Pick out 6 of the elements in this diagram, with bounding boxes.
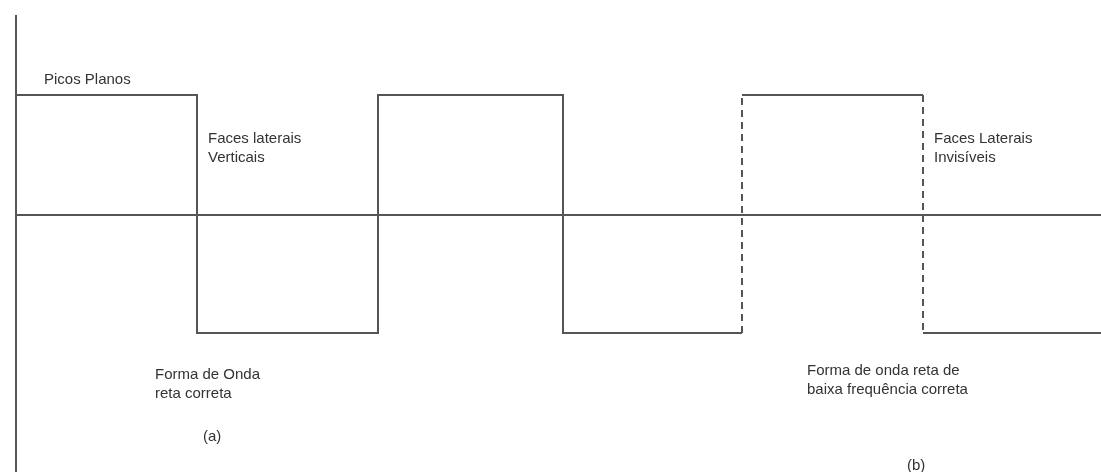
annotation: Faces Laterais Invisíveis	[934, 128, 1034, 166]
caption: Forma de Onda reta correta	[155, 364, 262, 402]
caption: Forma de onda reta de baixa frequência correta	[807, 360, 969, 398]
panel-label: (a)	[203, 426, 223, 445]
annotation: Faces laterais Verticais	[208, 128, 303, 166]
annotation: Picos Planos	[44, 69, 132, 88]
